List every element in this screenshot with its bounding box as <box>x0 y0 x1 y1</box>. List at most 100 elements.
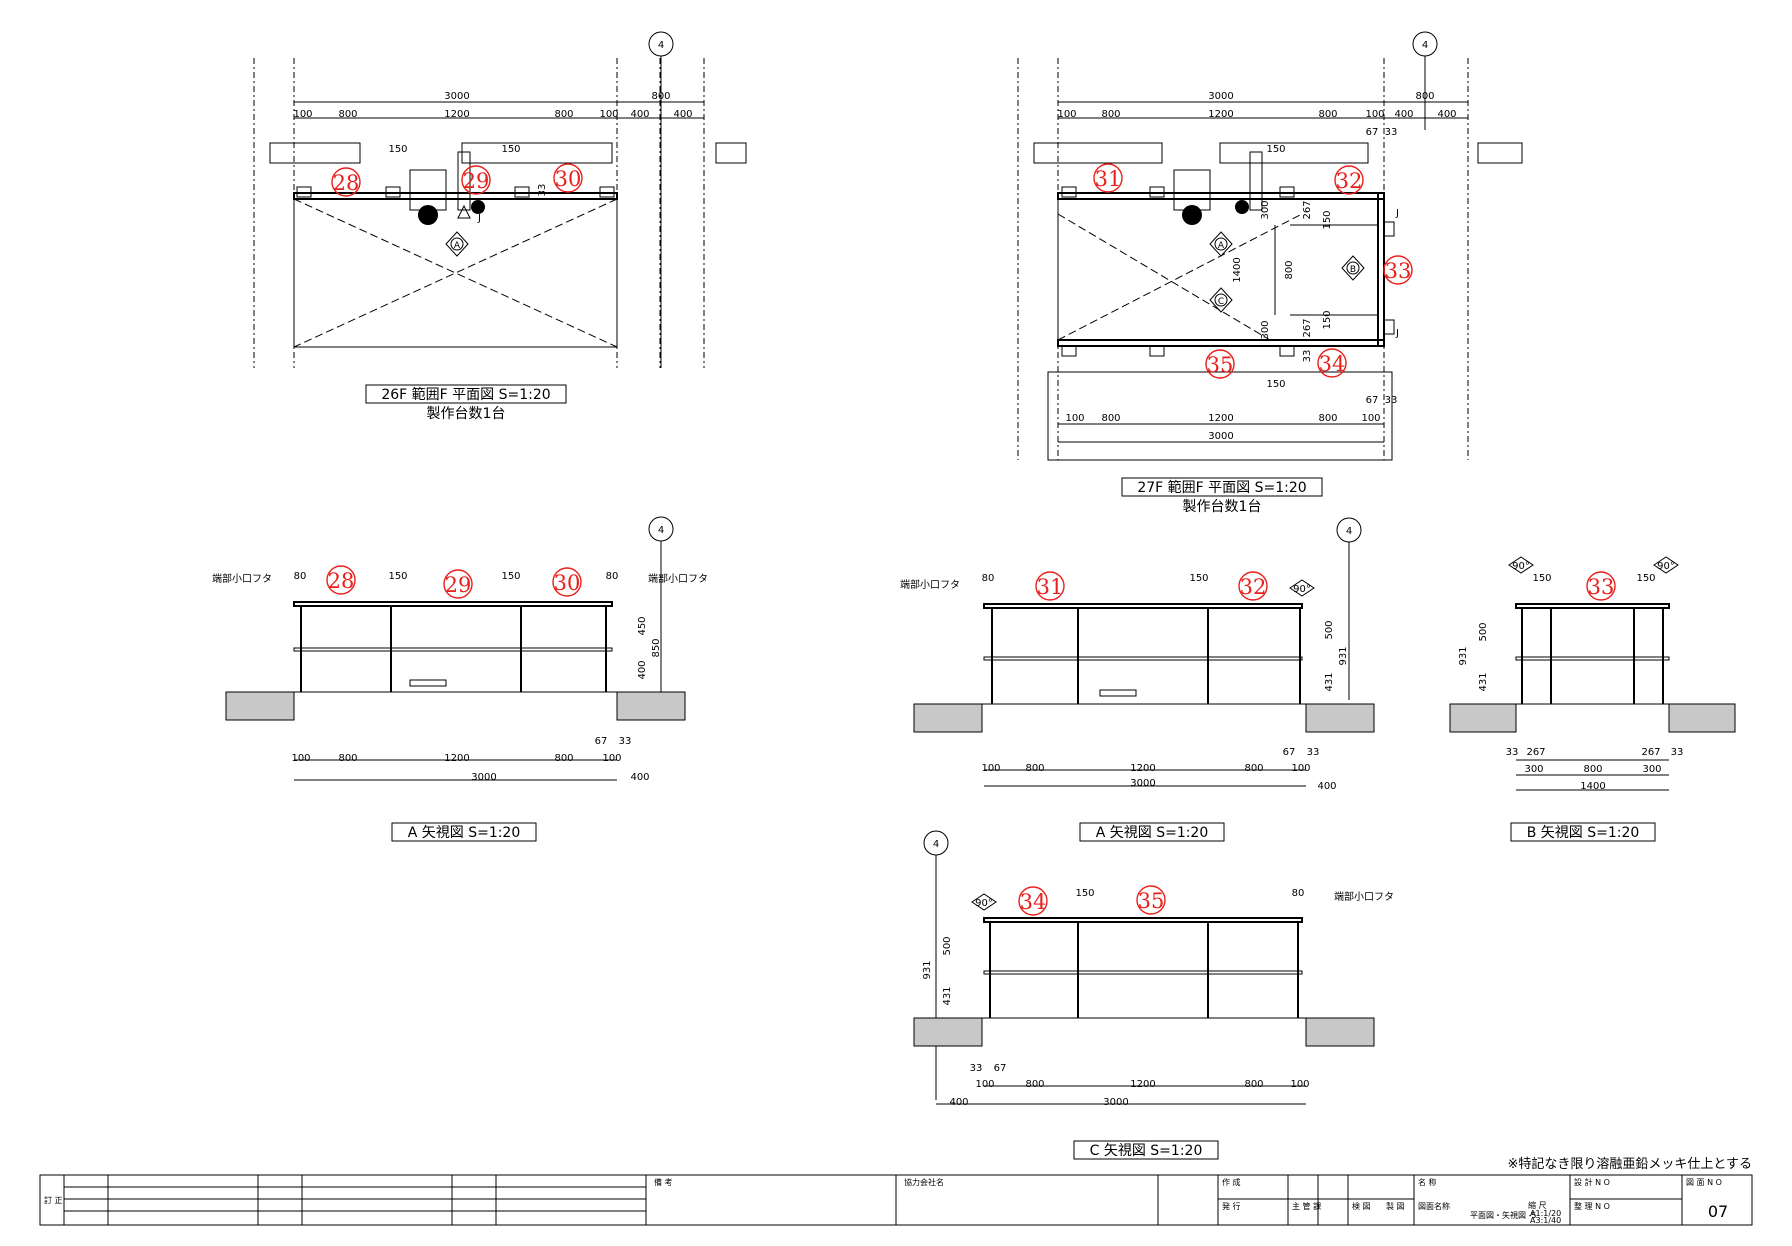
axis-label: 4 <box>933 839 939 850</box>
tb-drawing-name-label: 図面名称 <box>1418 1201 1450 1211</box>
dim-text: 3000 <box>1103 1097 1128 1108</box>
dim-text: 1200 <box>1130 1079 1155 1090</box>
part-number: 33 <box>1385 259 1412 283</box>
section-mark: J <box>477 213 481 224</box>
dim-text: 800 <box>1025 1079 1044 1090</box>
view-title: 26F 範囲F 平面図 S=1:20 <box>381 386 550 403</box>
elevation-b-27f: 90° 90° 150 150 500 431 931 33 267 800 2… <box>1449 556 1736 842</box>
dim-text: 400 <box>637 660 648 679</box>
dim-text: 150 <box>1532 573 1551 584</box>
part-number: 30 <box>554 571 581 595</box>
axis-label: 4 <box>658 40 664 51</box>
view-title: A 矢視図 S=1:20 <box>408 825 521 841</box>
dim-text: 3000 <box>1208 431 1233 442</box>
tb-check: 検 図 <box>1352 1201 1371 1211</box>
view-a-label: A <box>454 241 461 251</box>
angle-label: 90° <box>1657 561 1675 572</box>
tb-created: 作 成 <box>1222 1177 1241 1187</box>
dim-text: 800 <box>1284 260 1295 279</box>
dim-text: 150 <box>388 571 407 582</box>
dim-text: 1400 <box>1232 257 1243 282</box>
dim-text: 800 <box>651 91 670 102</box>
tb-scale-label: 縮 尺 <box>1528 1200 1547 1210</box>
part-number: 32 <box>1240 575 1267 599</box>
part-mark-29 <box>461 165 491 195</box>
dim-text: 800 <box>1101 413 1120 424</box>
dim-text: 3000 <box>1130 778 1155 789</box>
dim-text: 450 <box>637 616 648 635</box>
part-number: 32 <box>1336 169 1363 193</box>
dim-text: 931 <box>1338 646 1349 665</box>
tb-drawing-name: 平面図・矢視図 -5 <box>1470 1210 1537 1220</box>
tb-name-label: 名 称 <box>1418 1177 1437 1187</box>
general-note: ※特記なき限り溶融亜鉛メッキ仕上とする <box>1507 1156 1752 1172</box>
dim-text: 33 <box>1385 395 1398 406</box>
title-block: 訂 正 備 考 協力会社名 作 成 発 行 主 管 課 検 図 製 図 名 称 … <box>39 1174 1753 1226</box>
dim-text: 100 <box>1361 413 1380 424</box>
dim-text: 1200 <box>444 109 469 120</box>
dim-text: 850 <box>651 638 662 657</box>
dim-text: 431 <box>1324 672 1335 691</box>
dim-text: 33 <box>537 184 548 197</box>
dim-text: 100 <box>981 763 1000 774</box>
part-number: 29 <box>445 573 472 597</box>
callout-label: 端部小口フタ <box>1334 890 1394 903</box>
view-b-label: B <box>1350 265 1356 275</box>
dim-text: 80 <box>294 571 307 582</box>
dim-text: 800 <box>338 753 357 764</box>
dim-text: 400 <box>949 1097 968 1108</box>
axis-label: 4 <box>1422 40 1428 51</box>
dim-text: 150 <box>501 144 520 155</box>
dim-text: 150 <box>388 144 407 155</box>
view-subtitle: 製作台数1台 <box>1183 499 1262 515</box>
dim-text: 800 <box>1583 764 1602 775</box>
dim-text: 800 <box>1101 109 1120 120</box>
dim-text: 800 <box>554 753 573 764</box>
dim-text: 67 <box>1366 127 1379 138</box>
dim-text: 150 <box>501 571 520 582</box>
dim-text: 150 <box>1322 210 1333 229</box>
dim-text: 100 <box>291 753 310 764</box>
view-title: A 矢視図 S=1:20 <box>1096 825 1209 841</box>
dim-text: 33 <box>1307 747 1320 758</box>
dim-text: 267 <box>1302 200 1313 219</box>
dim-text: 150 <box>1075 888 1094 899</box>
tb-sheet-no: 07 <box>1708 1202 1728 1221</box>
dim-text: 33 <box>1506 747 1519 758</box>
part-number: 35 <box>1138 889 1165 913</box>
dim-text: 800 <box>1318 109 1337 120</box>
dim-text: 150 <box>1636 573 1655 584</box>
dim-text: 33 <box>1671 747 1684 758</box>
tb-drafter: 製 図 <box>1386 1201 1405 1211</box>
part-number: 29 <box>463 169 490 193</box>
callout-label: 端部小口フタ <box>212 572 272 585</box>
tb-sheet-no-label: 図 面 N O <box>1686 1178 1722 1187</box>
part-number: 34 <box>1020 890 1047 914</box>
dim-text: 431 <box>1478 672 1489 691</box>
elevation-c-27f: 4 90° 150 80 端部小口フタ 500 431 931 33 67 10… <box>913 830 1394 1160</box>
dim-text: 1200 <box>1130 763 1155 774</box>
part-number: 28 <box>333 171 360 195</box>
dim-text: 100 <box>1057 109 1076 120</box>
dim-text: 67 <box>595 736 608 747</box>
angle-label: 90° <box>1293 584 1311 595</box>
dim-text: 67 <box>1283 747 1296 758</box>
elevation-a-26f: 4 80 150 150 80 端部小口フタ 端部小口フタ 450 400 85… <box>212 516 708 842</box>
axis-label: 4 <box>1346 526 1352 537</box>
view-a-label: A <box>1218 241 1225 251</box>
dim-text: 400 <box>630 772 649 783</box>
callout-label: 端部小口フタ <box>900 578 960 591</box>
part-mark-28 <box>331 167 361 197</box>
dim-text: 1200 <box>1208 413 1233 424</box>
part-number: 35 <box>1207 353 1234 377</box>
dim-text: 80 <box>982 573 995 584</box>
dim-text: 800 <box>1025 763 1044 774</box>
dim-text: 267 <box>1641 747 1660 758</box>
view-mark-a <box>445 231 469 257</box>
part-number: 34 <box>1319 352 1346 376</box>
dim-text: 100 <box>293 109 312 120</box>
part-number: 28 <box>328 569 355 593</box>
section-mark: J <box>1395 328 1399 339</box>
